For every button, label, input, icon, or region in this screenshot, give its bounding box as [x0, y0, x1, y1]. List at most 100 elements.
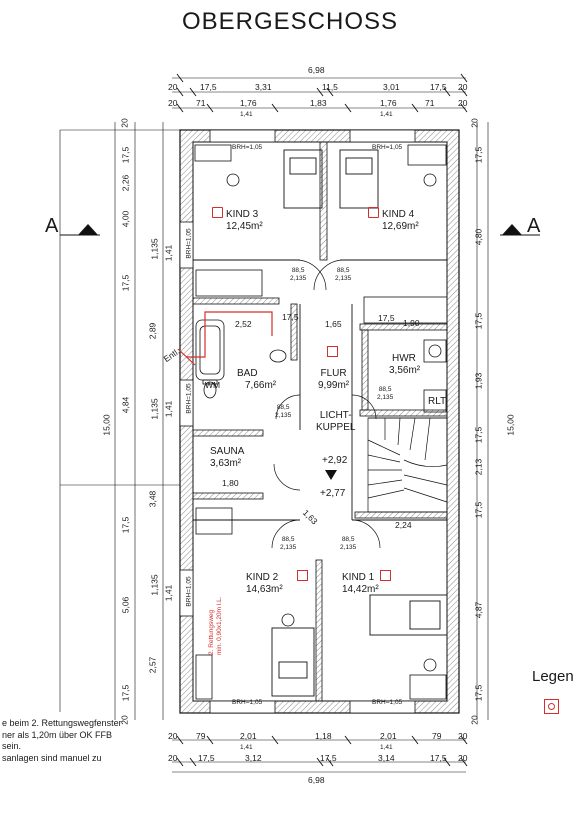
dimension-label: 17,5	[120, 146, 131, 164]
dimension-label: 17,5	[378, 313, 395, 323]
dimension-label: 17,5	[120, 684, 131, 702]
door-label-height: 2,135	[335, 275, 352, 282]
door-label-height: 2,135	[340, 544, 357, 551]
door-label-width: 88,5	[341, 536, 355, 543]
dimension-label: 71	[196, 98, 206, 108]
level-marker-lower: +2,77	[320, 488, 346, 499]
room-bad-name: BAD	[237, 368, 258, 379]
page-title: OBERGESCHOSS	[181, 8, 399, 35]
rescue-window-note: 2. Rettungsweg min. 0,90x1,20m l.L.	[208, 596, 224, 655]
dimension-label: 1,41	[240, 744, 253, 751]
room-sauna-name: SAUNA	[210, 446, 245, 457]
sill-height-label: BRH=1,05	[185, 383, 193, 414]
room-sauna-area: 3,63m²	[210, 458, 242, 469]
dimension-label: 3,48	[147, 490, 158, 508]
interior-walls	[192, 141, 448, 702]
ventilation-line	[177, 311, 273, 366]
dimension-label: 1,41	[380, 744, 393, 751]
dimension-label: 71	[425, 98, 435, 108]
dimension-label: 4,84	[120, 396, 131, 414]
dimension-label: 1,41	[163, 400, 174, 418]
dimension-label: 17,5	[200, 82, 217, 92]
room-kind4-area: 12,69m²	[382, 221, 419, 232]
door-label-width: 88,5	[291, 267, 305, 274]
dimension-label: 1,76	[380, 98, 397, 108]
dimension-label: 20	[168, 753, 178, 763]
section-marker-left: A	[45, 215, 59, 237]
smoke-detector-icon	[212, 207, 223, 218]
dimension-label: 17,5	[473, 146, 484, 164]
skylight-label: LICHT- KUPPEL	[316, 410, 355, 434]
dimension-label: 2,89	[147, 322, 158, 340]
dimension-label: 20	[168, 82, 178, 92]
note-line: sein.	[2, 741, 22, 751]
section-marker-right: A	[527, 215, 541, 237]
sill-height-label: BRH=1,05	[185, 576, 193, 607]
dimension-label: 17,5	[430, 82, 447, 92]
smoke-detector-icon	[297, 570, 309, 581]
dimension-label: 1,41	[163, 584, 174, 602]
note-line: e beim 2. Rettungswegfenster	[2, 718, 122, 728]
dimension-ticks	[176, 73, 468, 767]
dimension-label: 1,135	[149, 238, 160, 260]
dimension-label: 79	[432, 731, 442, 741]
room-kind4-name: KIND 4	[382, 209, 415, 220]
dimension-label: 11,5	[322, 82, 338, 92]
dimension-label: 2,24	[395, 520, 412, 530]
room-flur-name: FLUR	[320, 368, 347, 379]
note-line: sanlagen sind manuel zu	[2, 752, 102, 763]
dimension-label: 20	[458, 98, 468, 108]
dimension-label: 17,5	[473, 312, 484, 330]
room-kind2-name: KIND 2	[246, 572, 279, 583]
door-label-width: 88,5	[378, 386, 392, 393]
room-kind1-name: KIND 1	[342, 572, 375, 583]
dimension-label: 17,5	[430, 753, 447, 763]
dimension-label: 20	[458, 82, 468, 92]
beds	[271, 149, 448, 697]
dimension-label: 20	[168, 731, 178, 741]
rescue-window-note-line1: 2. Rettungsweg	[208, 609, 215, 655]
door-label-width: 88,5	[281, 536, 295, 543]
level-marker-upper: +2,92	[322, 455, 348, 466]
door-label-width: 88,5	[276, 404, 290, 411]
dimension-label: 3,31	[255, 82, 272, 92]
dimension-label: 2,13	[473, 458, 484, 476]
room-kind2-area: 14,63m²	[246, 584, 283, 595]
room-sauna: SAUNA 3,63m²	[210, 446, 244, 470]
room-kind3-area: 12,45m²	[226, 221, 263, 232]
door-label-height: 2,135	[280, 544, 297, 551]
dimension-label: 20	[458, 753, 468, 763]
level-arrow-icon	[325, 470, 337, 480]
legend-smoke-detector-icon	[544, 699, 559, 714]
dimension-label: 1,80	[222, 478, 239, 488]
dimension-label: 3,14	[378, 753, 395, 763]
dimension-label: 17,5	[320, 753, 337, 763]
dimension-label: 1,41	[163, 244, 174, 262]
door-label-width: 88,5	[336, 267, 350, 274]
room-bad: BAD 7,66m²	[237, 368, 276, 392]
room-kind3: KIND 3 12,45m²	[212, 207, 263, 233]
dimension-lines	[114, 77, 489, 773]
room-flur: FLUR 9,99m²	[318, 368, 349, 392]
smoke-detector-icon	[327, 346, 338, 357]
dimension-label: 17,5	[282, 312, 299, 322]
dimension-label: 17,5	[120, 516, 131, 534]
note-line: ner als 1,20m über OK FFB	[2, 729, 113, 740]
room-kind3-name: KIND 3	[226, 209, 259, 220]
door-label-height: 2,135	[377, 394, 394, 401]
rescue-window-note-line2: min. 0,90x1,20m l.L.	[216, 596, 223, 655]
legend-title: Legen	[532, 668, 574, 685]
rlt-label: RLT	[428, 396, 447, 407]
sill-height-label: BRH=1,05	[232, 144, 263, 151]
dimension-label: 17,5	[473, 426, 484, 444]
room-hwr: HWR 3,56m²	[389, 353, 420, 377]
dimension-label: 2,01	[380, 731, 397, 741]
smoke-detector-icon	[368, 207, 379, 218]
bathroom-fixtures	[195, 319, 287, 399]
dimension-label: 20	[458, 731, 468, 741]
